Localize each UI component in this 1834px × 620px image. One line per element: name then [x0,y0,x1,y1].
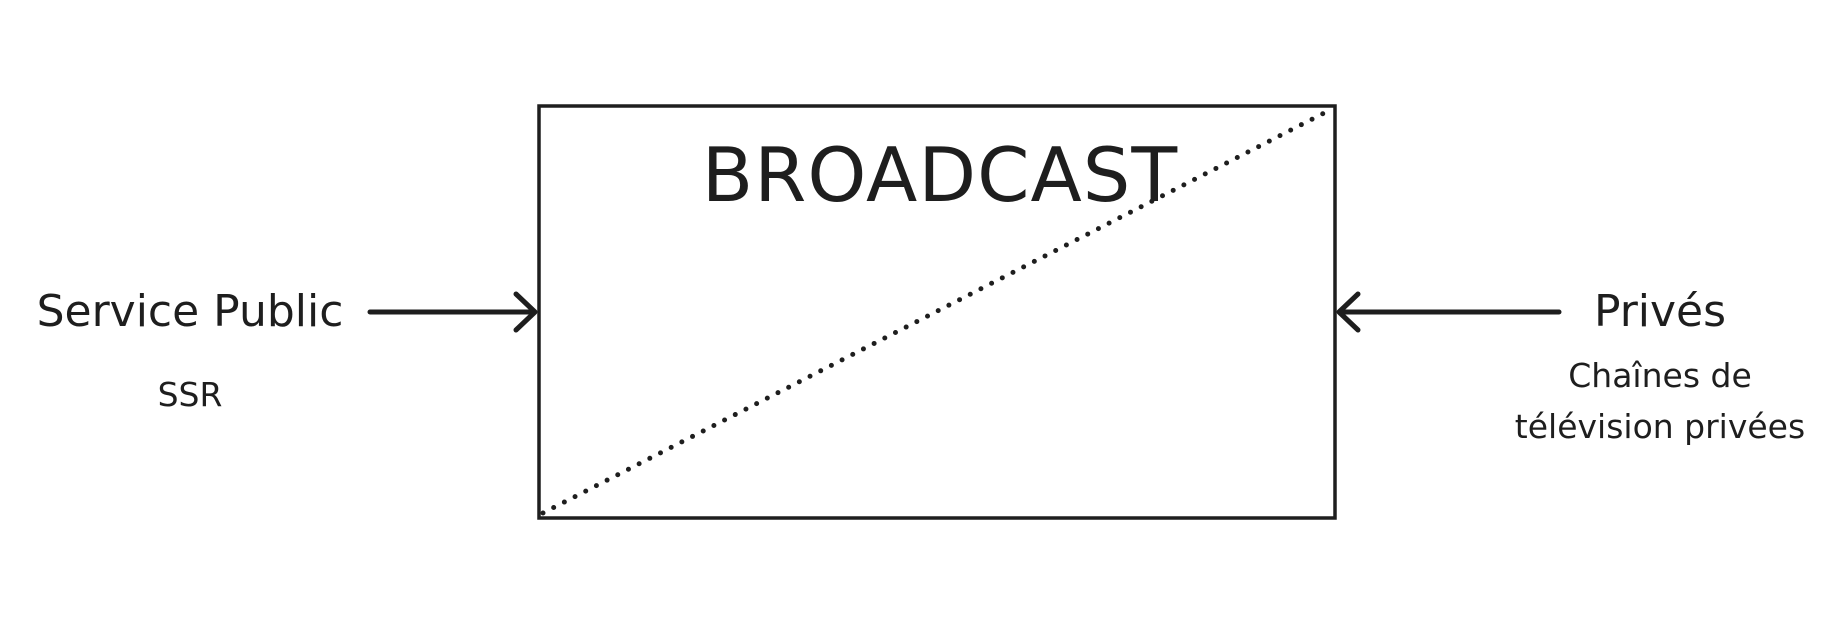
private-channels-label: Chaînes de télévision privées [1490,350,1830,452]
service-public-label: Service Public [36,286,344,337]
broadcast-box [537,104,1337,520]
left-arrow [367,291,538,333]
dotted-diagonal [540,106,1335,516]
broadcast-title: BROADCAST [701,131,1179,219]
right-arrow-head [1336,291,1361,333]
right-arrow [1336,291,1562,333]
left-arrow-head [513,291,538,333]
private-channels-line-1: Chaînes de [1568,356,1752,395]
ssr-label: SSR [157,375,223,414]
prives-label: Privés [1593,286,1727,337]
private-channels-line-2: télévision privées [1514,407,1806,446]
